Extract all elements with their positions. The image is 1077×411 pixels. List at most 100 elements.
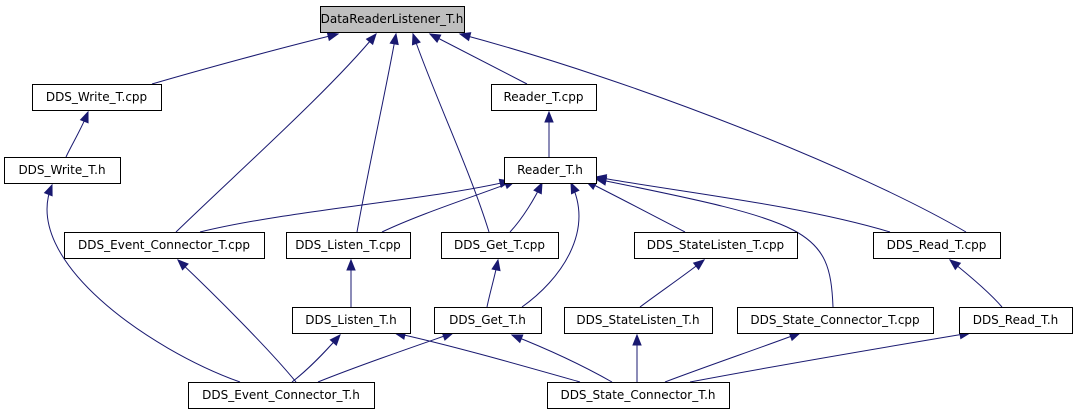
edge-line	[639, 259, 705, 308]
edge-event_cpp-to-reader_h	[199, 178, 512, 233]
edge-read_h-to-read_cpp	[948, 259, 1003, 308]
edge-listen_cpp-to-root	[356, 32, 399, 233]
node-box	[292, 307, 411, 334]
edge-listen_cpp-to-reader_h	[381, 180, 517, 233]
edge-line	[317, 332, 454, 383]
arrowhead	[365, 32, 377, 46]
edge-line	[175, 33, 377, 233]
edge-line	[177, 259, 297, 383]
edge-statelisten_h-to-statelisten_cpp	[639, 259, 706, 308]
node-event-h[interactable]: DDS_Event_Connector_T.h	[188, 382, 375, 409]
node-box	[320, 6, 465, 33]
arrowhead	[329, 333, 341, 347]
node-label: DDS_Get_T.cpp	[454, 238, 545, 252]
node-write-h[interactable]: DDS_Write_T.h	[4, 157, 121, 184]
edge-get_h-to-reader_h	[521, 181, 580, 308]
node-label: DDS_StateListen_T.cpp	[647, 238, 784, 252]
edge-line	[394, 332, 581, 383]
node-event-cpp[interactable]: DDS_Event_Connector_T.cpp	[64, 232, 265, 259]
edge-line	[521, 182, 580, 308]
edge-line	[151, 33, 339, 85]
edge-line	[689, 332, 971, 383]
arrowhead	[533, 181, 543, 195]
node-box	[188, 382, 375, 409]
edge-line	[585, 180, 686, 233]
node-box	[286, 232, 411, 259]
arrowhead	[692, 259, 706, 271]
node-box	[634, 232, 798, 259]
arrowhead	[632, 333, 642, 346]
arrowhead	[177, 259, 189, 271]
node-read-cpp[interactable]: DDS_Read_T.cpp	[873, 232, 1001, 259]
arrowhead	[411, 32, 421, 46]
edge-event_h-to-listen_h	[291, 333, 341, 383]
edge-line	[664, 332, 801, 383]
edge-line	[595, 178, 834, 308]
edge-state_h-to-statelisten_h	[632, 333, 642, 382]
arrowhead	[948, 259, 962, 271]
node-label: DDS_Listen_T.h	[305, 313, 396, 327]
node-read-h[interactable]: DDS_Read_T.h	[959, 307, 1073, 334]
node-label: DDS_State_Connector_T.cpp	[750, 313, 919, 327]
edge-event_h-to-write_h	[43, 183, 241, 383]
edge-get_h-to-get_cpp	[486, 258, 501, 308]
edge-line	[459, 33, 967, 233]
node-statelisten-h[interactable]: DDS_StateListen_T.h	[564, 307, 713, 334]
node-box	[441, 232, 559, 259]
arrowhead	[510, 334, 524, 344]
node-box	[564, 307, 713, 334]
node-label: DDS_Read_T.cpp	[887, 238, 987, 252]
node-box	[32, 84, 162, 111]
node-write-cpp[interactable]: DDS_Write_T.cpp	[32, 84, 162, 111]
arrowhead	[594, 174, 608, 184]
node-listen-h[interactable]: DDS_Listen_T.h	[292, 307, 411, 334]
arrowhead	[346, 258, 356, 271]
edge-event_h-to-event_cpp	[177, 259, 297, 383]
edge-line	[356, 33, 397, 233]
edge-state_h-to-listen_h	[393, 330, 581, 383]
edge-line	[46, 184, 241, 383]
arrowhead	[428, 33, 442, 44]
edge-get_cpp-to-root	[411, 32, 490, 233]
node-box	[873, 232, 1001, 259]
node-label: DataReaderListener_T.h	[321, 12, 464, 26]
arrowhead	[458, 32, 472, 42]
arrowhead	[389, 32, 399, 46]
node-label: DDS_Get_T.h	[449, 313, 526, 327]
edge-write_cpp-to-root	[151, 31, 340, 85]
arrowhead	[491, 258, 501, 272]
arrowhead	[79, 110, 89, 124]
node-label: DDS_Write_T.cpp	[46, 90, 147, 104]
node-box	[737, 307, 934, 334]
node-get-h[interactable]: DDS_Get_T.h	[434, 307, 542, 334]
edge-read_cpp-to-reader_h	[594, 174, 891, 233]
edge-event_h-to-get_h	[317, 331, 455, 383]
node-get-cpp[interactable]: DDS_Get_T.cpp	[441, 232, 559, 259]
node-box	[504, 157, 597, 184]
edge-line	[381, 180, 516, 233]
edge-state_h-to-get_h	[510, 334, 613, 383]
node-label: DDS_Write_T.h	[18, 163, 105, 177]
node-box	[491, 84, 597, 111]
node-state-h[interactable]: DDS_State_Connector_T.h	[547, 382, 730, 409]
edge-line	[511, 334, 613, 383]
node-label: Reader_T.h	[517, 163, 583, 177]
node-state-cpp[interactable]: DDS_State_Connector_T.cpp	[737, 307, 934, 334]
node-reader-h[interactable]: Reader_T.h	[504, 157, 597, 184]
node-label: DDS_Listen_T.cpp	[295, 238, 401, 252]
arrowhead	[326, 31, 340, 42]
node-box	[64, 232, 265, 259]
node-reader-cpp[interactable]: Reader_T.cpp	[491, 84, 597, 111]
node-label: DDS_State_Connector_T.h	[560, 388, 715, 402]
edge-get_cpp-to-reader_h	[509, 181, 543, 233]
node-statelisten-cpp[interactable]: DDS_StateListen_T.cpp	[634, 232, 798, 259]
node-root[interactable]: DataReaderListener_T.h	[320, 6, 465, 33]
node-box	[434, 307, 542, 334]
node-label: DDS_Event_Connector_T.cpp	[78, 238, 250, 252]
node-listen-cpp[interactable]: DDS_Listen_T.cpp	[286, 232, 411, 259]
edge-reader_cpp-to-root	[428, 33, 528, 85]
node-box	[4, 157, 121, 184]
edge-write_h-to-write_cpp	[65, 110, 89, 158]
